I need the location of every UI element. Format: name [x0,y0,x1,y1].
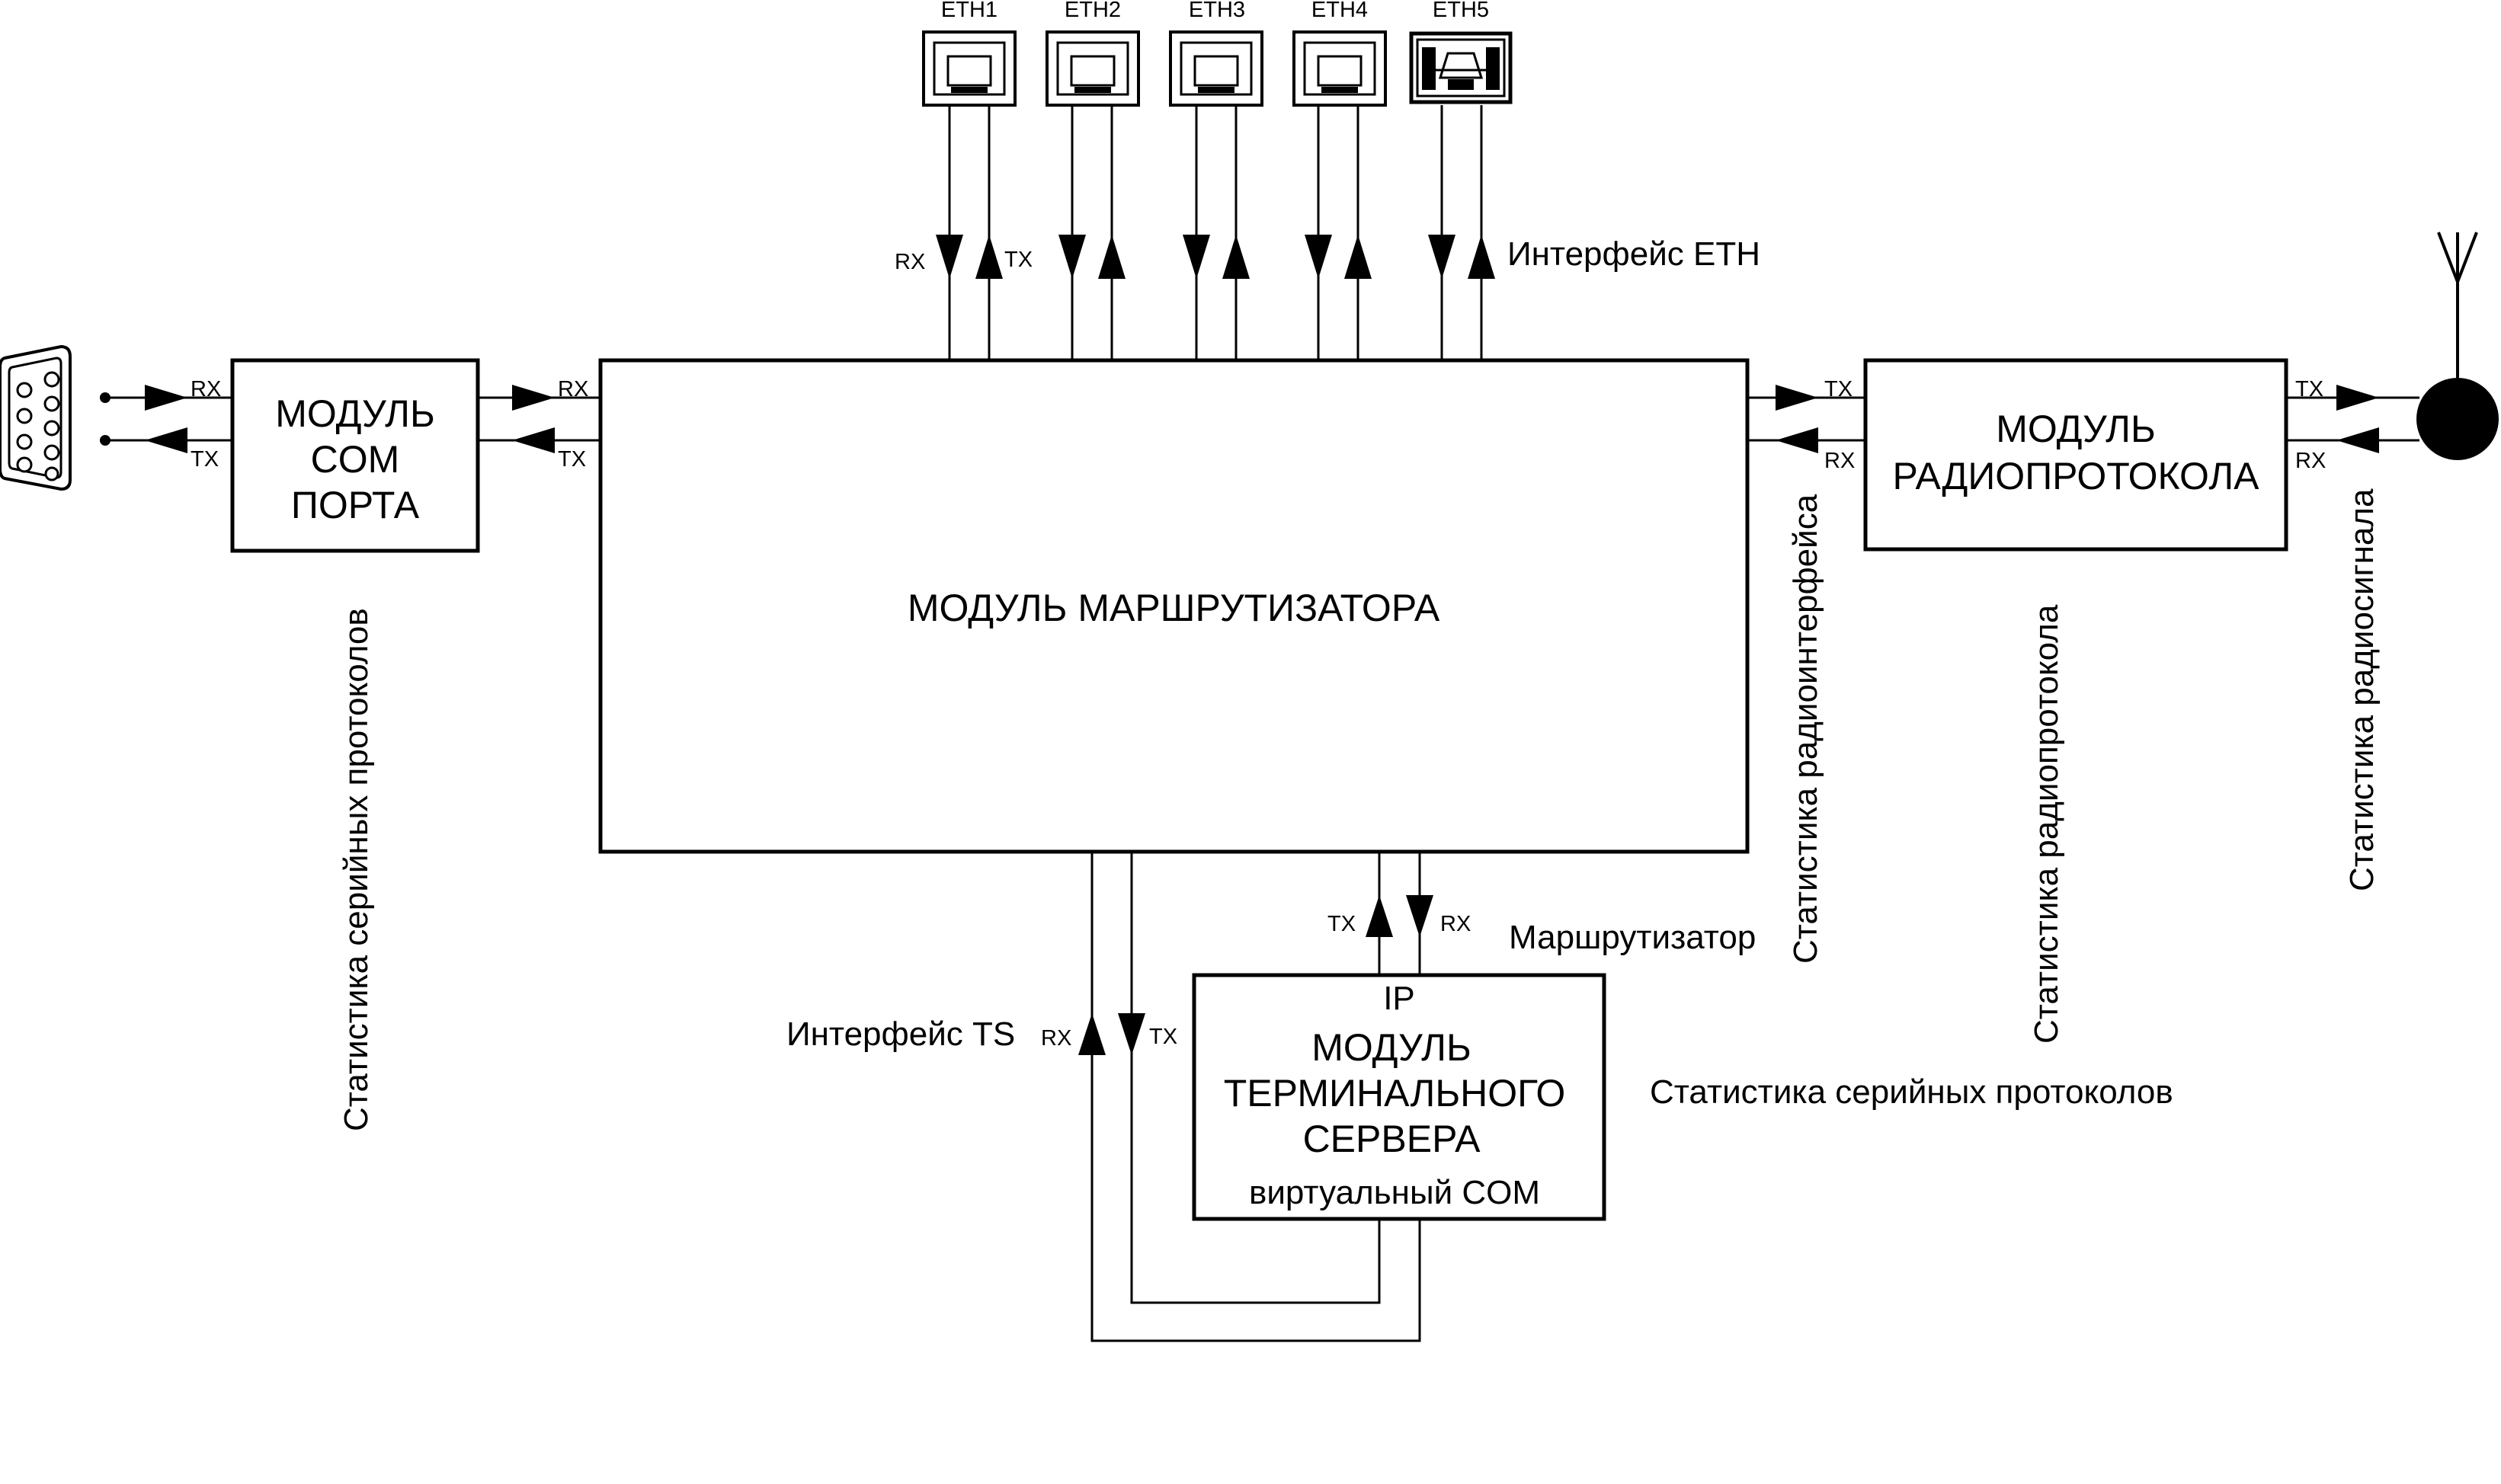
router-annotation-label: Маршрутизатор [1509,919,1756,956]
tx-arrow-icon [1468,235,1495,279]
ip-tx-label: TX [1327,912,1356,936]
com-serial-lines: RX TX [100,377,232,472]
radio-proto-stats-label: Статистика радиопротокола [2028,604,2065,1044]
tx-arrow-icon [512,427,555,453]
serial-stats-terminal-label: Статистика серийных протоколов [1650,1073,2173,1111]
ts-rx-label: RX [1041,1026,1071,1051]
eth-tx-label: TX [1004,248,1033,272]
ts-interface-label: Интерфейс TS [786,1015,1015,1053]
radio-iface-stats-label: Статистика радиоинтерфейса [1787,494,1824,964]
rx-arrow-icon [1183,235,1210,279]
serial-stats-com-label: Статистика серийных протоколов [338,608,375,1131]
rx-arrow-icon [1305,235,1332,279]
ip-rx-label: RX [1440,912,1471,936]
rx-arrow-icon [936,235,963,279]
rx-label: RX [191,377,221,401]
rj45-port-icon [1292,30,1387,107]
tx-arrow-icon [1366,895,1393,937]
tx-arrow-icon [1222,235,1250,279]
router-module-title: МОДУЛЬ МАРШРУТИЗАТОРА [908,587,1440,629]
rj45-port-icon [1046,30,1140,107]
rx-arrow-icon [1078,1013,1106,1055]
radio-signal-stats-label: Статистика радиосигнала [2343,488,2381,891]
rx-arrow-icon [1058,235,1086,279]
com-router-lines: RX TX [478,377,600,472]
virtual-com-label: виртуальный COM [1249,1174,1540,1211]
tx-label: TX [1824,377,1853,401]
tx-arrow-icon [145,427,187,453]
rx-arrow-icon [145,385,187,411]
ip-label: IP [1383,980,1415,1017]
com-module-title-line3: ПОРТА [291,484,420,526]
eth2-label: ETH2 [1065,0,1121,22]
tx-arrow-icon [2336,385,2379,411]
tx-label: TX [558,447,586,472]
db9-connector-icon [0,344,72,491]
radio-module-title-line1: МОДУЛЬ [1996,408,2156,450]
radio-module-title-line2: РАДИОПРОТОКОЛА [1892,455,2259,497]
tx-label: TX [191,447,219,472]
rx-label: RX [1824,449,1855,473]
terminal-title-line3: СЕРВЕРА [1303,1118,1481,1160]
terminal-title-line1: МОДУЛЬ [1311,1026,1471,1069]
com-module-title-line2: COM [311,438,400,481]
eth4-label: ETH4 [1311,0,1368,22]
eth-ports-group: ETH1 ETH2 ETH3 ETH4 [895,0,1760,360]
terminal-server-module: IP МОДУЛЬ ТЕРМИНАЛЬНОГО СЕРВЕРА виртуаль… [1192,973,1606,1221]
tx-arrow-icon [1118,1013,1145,1055]
com-port-module: МОДУЛЬ COM ПОРТА [230,358,480,553]
tx-arrow-icon [1098,235,1126,279]
ts-loop-lines: RX TX TX RX [1041,852,1471,1342]
eth5-label: ETH5 [1433,0,1489,22]
rx-arrow-icon [512,385,555,411]
router-module: МОДУЛЬ МАРШРУТИЗАТОРА [598,358,1750,854]
eth-interface-label: Интерфейс ETH [1507,235,1760,273]
tx-arrow-icon [1344,235,1372,279]
router-radio-lines: TX RX [1747,377,1865,473]
rj45-port-icon [922,30,1017,107]
rx-label: RX [2295,449,2326,473]
rx-arrow-icon [1406,895,1433,937]
tx-label: TX [2295,377,2323,401]
rx-label: RX [558,377,588,401]
rx-arrow-icon [2336,427,2379,453]
antenna-icon [2416,232,2499,460]
eth1-label: ETH1 [941,0,998,22]
radio-protocol-module: МОДУЛЬ РАДИОПРОТОКОЛА [1863,358,2288,552]
rx-arrow-icon [1776,427,1818,453]
radio-antenna-lines: TX RX [2286,377,2419,473]
terminal-title-line2: ТЕРМИНАЛЬНОГО [1224,1072,1566,1115]
com-module-title-line1: МОДУЛЬ [275,392,435,435]
sfp-port-icon [1409,31,1513,104]
ts-tx-label: TX [1149,1025,1177,1049]
eth-rx-label: RX [895,250,925,274]
tx-arrow-icon [975,235,1003,279]
tx-arrow-icon [1776,385,1818,411]
eth3-label: ETH3 [1189,0,1245,22]
rx-arrow-icon [1428,235,1455,279]
rj45-port-icon [1169,30,1263,107]
